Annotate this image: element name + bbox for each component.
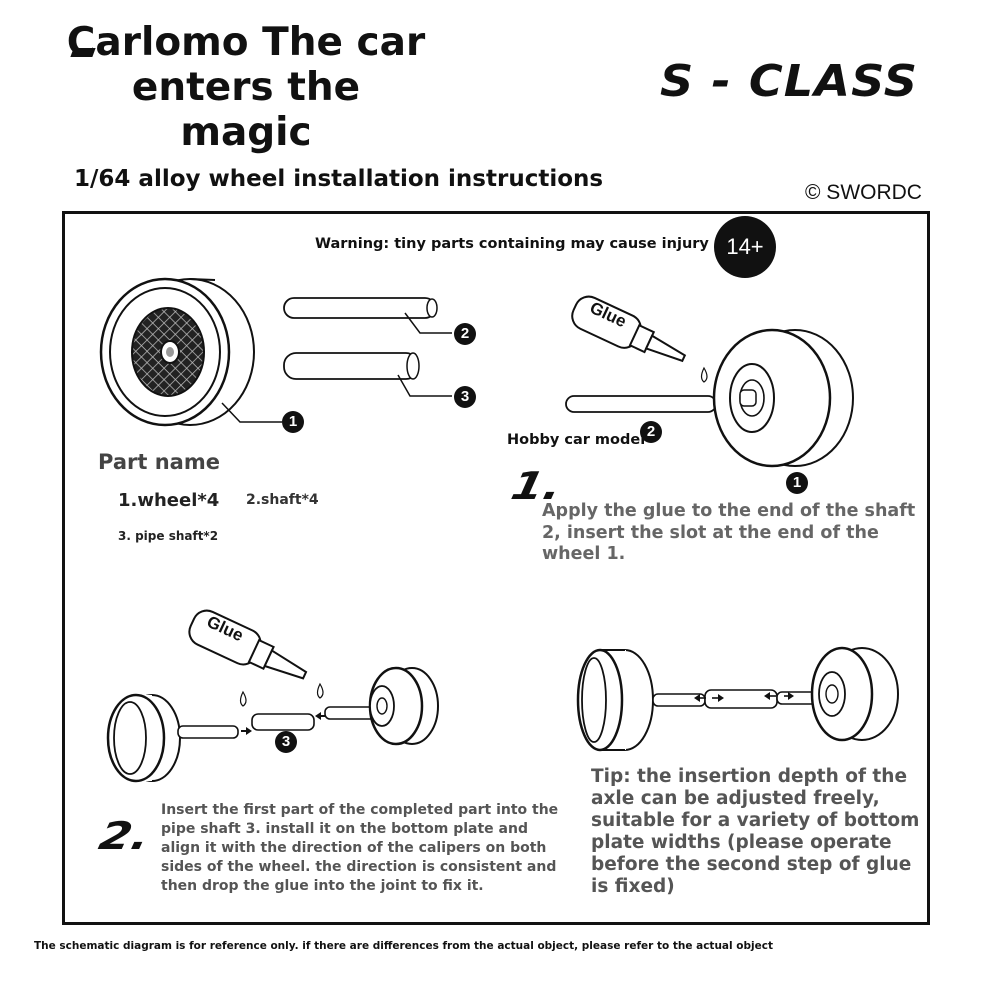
- copyright-label: © SWORDC: [805, 181, 922, 204]
- tip-text: Tip: the insertion depth of the axle can…: [591, 766, 920, 897]
- pipe-shaft-illustration: [283, 352, 452, 397]
- callout-1-label: 1: [288, 413, 298, 430]
- age-badge: 14+: [714, 216, 776, 278]
- callout-2-label: 2: [460, 325, 470, 342]
- step1-callout-2-circle: [640, 421, 662, 443]
- brand-logo: S - CLASS: [660, 56, 919, 107]
- shaft-illustration: [283, 297, 452, 334]
- callout-3-circle: [454, 386, 476, 408]
- step2-callout-3-circle: [275, 731, 297, 753]
- part-name-heading: Part name: [98, 450, 220, 474]
- step2-assembly: [106, 666, 439, 783]
- page-subtitle: 1/64 alloy wheel installation instructio…: [74, 166, 604, 192]
- glue-bottle-step2: [188, 609, 324, 707]
- step-2-text: Insert the first part of the completed p…: [161, 802, 559, 894]
- step-2-number: 2.: [95, 814, 154, 858]
- wheel-illustration: [99, 277, 282, 427]
- footer-disclaimer: The schematic diagram is for reference o…: [34, 940, 773, 952]
- step1-callout-2-label: 2: [646, 423, 656, 440]
- tip-assembly: [576, 646, 899, 752]
- warning-text: Warning: tiny parts containing may cause…: [315, 236, 709, 252]
- step1-assembly: [565, 328, 854, 468]
- part-item-wheel: 1.wheel*4: [118, 490, 220, 511]
- callout-2-circle: [454, 323, 476, 345]
- step1-callout-1-circle: [786, 472, 808, 494]
- part-item-shaft: 2.shaft*4: [246, 492, 319, 508]
- part-item-pipe-shaft: 3. pipe shaft*2: [118, 529, 219, 543]
- instruction-frame: [62, 211, 930, 925]
- hobby-car-model-label: Hobby car model: [507, 432, 646, 448]
- callout-1-circle: [282, 411, 304, 433]
- step2-callout-3-label: 3: [281, 733, 291, 750]
- callout-3-label: 3: [460, 388, 470, 405]
- step-1-text: Apply the glue to the end of the shaft 2…: [542, 501, 916, 564]
- page-title: Carlomo The car enters the magic: [66, 20, 426, 155]
- glue-bottle-step1: [571, 295, 708, 383]
- step1-callout-1-label: 1: [792, 474, 802, 491]
